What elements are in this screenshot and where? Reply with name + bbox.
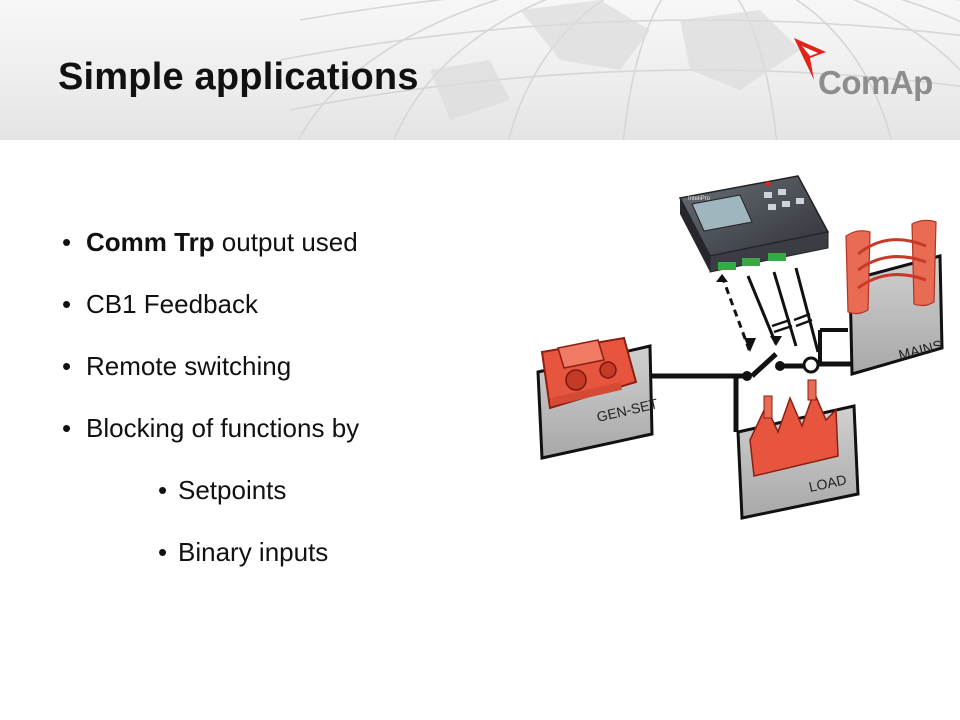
power-pylon-icon xyxy=(845,219,937,315)
bullet-text: output used xyxy=(214,227,358,257)
bullet-list: • Comm Trp output used • CB1 Feedback • Rem… xyxy=(62,218,359,590)
bullet-dot: • xyxy=(62,413,72,443)
factory-icon xyxy=(749,379,839,477)
bullet-item: • Blocking of functions by xyxy=(62,404,359,466)
bullet-text: CB1 Feedback xyxy=(86,289,258,319)
mains-box: MAINS xyxy=(845,219,944,376)
generator-engine-icon xyxy=(540,336,638,410)
sub-bullet-item: • Setpoints xyxy=(62,466,359,528)
bullet-dot: • xyxy=(158,537,168,567)
bullet-text: Blocking of functions by xyxy=(86,413,360,443)
comap-logo-mark-icon xyxy=(794,38,826,80)
comap-logo: ComAp xyxy=(782,30,933,110)
controller-brand: InteliPro xyxy=(688,196,711,202)
bullet-dot: • xyxy=(158,475,168,505)
bullet-dot: • xyxy=(62,227,72,257)
controller-unit: InteliPro xyxy=(678,175,830,273)
sub-bullet-text: Setpoints xyxy=(178,475,287,505)
page-title: Simple applications xyxy=(58,56,419,98)
bullet-bold-text: Comm Trp xyxy=(86,227,215,257)
sub-bullet-text: Binary inputs xyxy=(178,537,329,567)
load-box: LOAD xyxy=(736,379,860,520)
bullet-text: Remote switching xyxy=(86,351,292,381)
bullet-item: • CB1 Feedback xyxy=(62,280,359,342)
application-diagram: InteliPro MAINS xyxy=(536,175,944,520)
bullet-dot: • xyxy=(62,289,72,319)
genset-box: GEN-SET xyxy=(536,336,660,460)
bullet-dot: • xyxy=(62,351,72,381)
load-label: LOAD xyxy=(807,471,848,495)
bullet-item: • Remote switching xyxy=(62,342,359,404)
bullet-item: • Comm Trp output used xyxy=(62,218,359,280)
sub-bullet-item: • Binary inputs xyxy=(62,528,359,590)
logo-wordmark: ComAp xyxy=(818,64,933,101)
globe-background xyxy=(279,0,960,140)
slide-header: Simple applications ComAp xyxy=(0,0,960,140)
controller-display xyxy=(691,194,753,232)
